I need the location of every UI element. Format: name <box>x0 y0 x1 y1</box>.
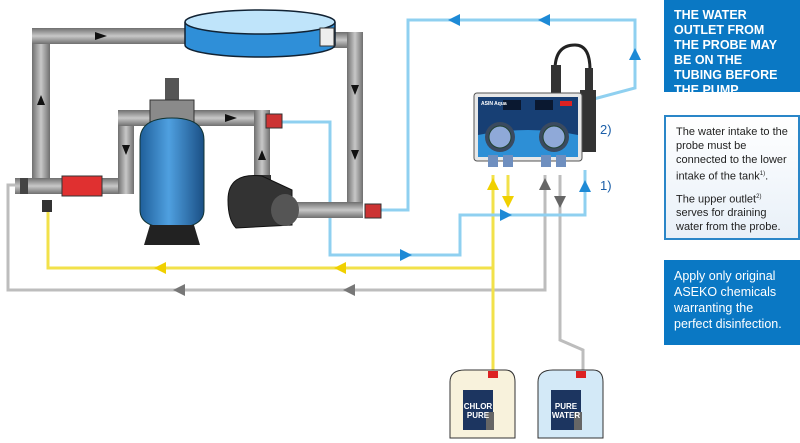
sand-filter <box>139 78 205 245</box>
footnote-1: 1) <box>759 171 766 177</box>
pump <box>227 175 299 229</box>
flow-arrows <box>154 14 641 296</box>
canister-pure-water <box>537 369 604 439</box>
valves <box>265 113 382 219</box>
intake-note-text: The water intake to the probe must be co… <box>676 126 788 183</box>
intake-note-box: The water intake to the probe must be co… <box>664 115 800 240</box>
blue-tubing <box>282 18 637 257</box>
outlet-label: 2) <box>600 122 612 137</box>
dosing-unit <box>473 43 596 167</box>
pool-pipes <box>15 28 363 218</box>
pool <box>184 9 336 58</box>
footnote-2: 2) <box>756 193 762 200</box>
outlet-note-box: THE WATER OUTLET FROM THE PROBE MAY BE O… <box>664 0 800 97</box>
canister-label-pure-water: PURE WATER <box>551 402 581 420</box>
device-name: ASIN Aqua <box>481 101 507 107</box>
yellow-tubing <box>46 175 510 375</box>
outlet-note-text-end: serves for draining water from the probe… <box>676 207 781 234</box>
gray-tubing <box>6 175 585 375</box>
intake-label: 1) <box>600 178 612 193</box>
chemicals-note-box: Apply only original ASEKO chemicals warr… <box>664 260 800 345</box>
pipe-arrows <box>37 32 359 160</box>
canister-label-chlor-pure: CHLOR PURE <box>463 402 493 420</box>
canister-chlor-pure <box>449 369 516 439</box>
probe-fitting <box>42 200 52 212</box>
heater <box>20 175 103 197</box>
outlet-note-text: The upper outlet <box>676 193 757 206</box>
